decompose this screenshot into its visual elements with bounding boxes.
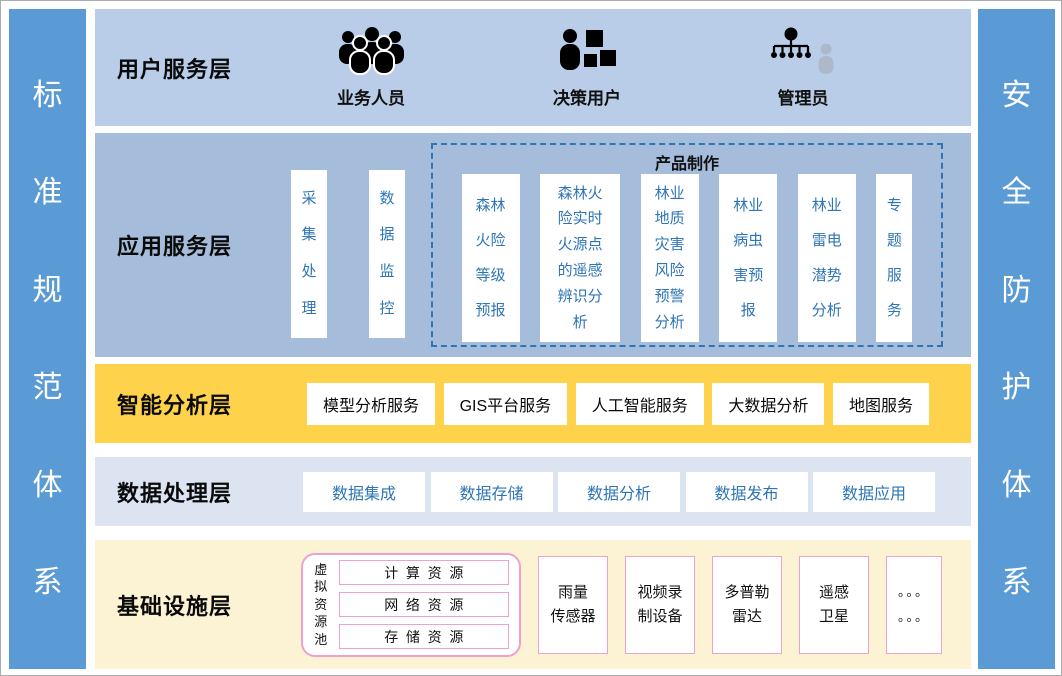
device-box-ellipsis: 。。。 。。。 xyxy=(886,555,942,654)
user-service-layer: 用户服务层 xyxy=(95,9,971,126)
analysis-box-ai-service: 人工智能服务 xyxy=(575,382,704,425)
product-box-forest-fire-level-forecast: 森林火险等级预报 xyxy=(461,174,520,342)
analysis-layer-title: 智能分析层 xyxy=(117,392,233,418)
infra-layer-row: 虚拟资源池 计算资源 网络资源 存储资源 雨量 传感器 视频录 制设备 多普勒 … xyxy=(263,552,971,657)
analysis-box-gis-platform: GIS平台服务 xyxy=(443,382,568,425)
virtual-pool-items: 计算资源 网络资源 存储资源 xyxy=(338,560,509,649)
application-service-layer: 应用服务层 采集处理 数据监控 产品制作 森林火险等级预报 森林火险实时火源 xyxy=(95,133,971,357)
data-box-integration: 数据集成 xyxy=(303,471,425,512)
data-box-publishing: 数据发布 xyxy=(685,471,808,512)
device-box-doppler-radar: 多普勒 雷达 xyxy=(712,555,782,654)
left-pillar-label: 标准规范体系 xyxy=(32,78,63,600)
data-layer-row: 数据集成 数据存储 数据分析 数据发布 数据应用 xyxy=(263,471,971,512)
role-label: 决策用户 xyxy=(553,89,621,108)
service-box-data-monitoring: 数据监控 xyxy=(369,170,405,338)
analysis-box-model-service: 模型分析服务 xyxy=(307,382,436,425)
role-business-staff: 业务人员 xyxy=(306,26,436,109)
data-processing-layer: 数据处理层 数据集成 数据存储 数据分析 数据发布 数据应用 xyxy=(95,457,971,526)
user-roles: 业务人员 决策用户 xyxy=(263,26,971,109)
data-box-analysis: 数据分析 xyxy=(558,471,680,512)
layer-stack: 用户服务层 xyxy=(95,9,971,669)
analysis-box-map-service: 地图服务 xyxy=(832,382,929,425)
left-pillar-standards: 标准规范体系 xyxy=(9,9,86,669)
product-box-lightning-potential: 林业雷电潜势分析 xyxy=(797,174,856,342)
product-box-geological-disaster-warning: 林业地质灾害风险预警分析 xyxy=(640,174,699,342)
product-group-title: 产品制作 xyxy=(654,156,719,173)
infrastructure-layer: 基础设施层 虚拟资源池 计算资源 网络资源 存储资源 雨量 传感器 视频录 制设… xyxy=(95,540,971,669)
service-box-collection-processing: 采集处理 xyxy=(291,170,327,338)
data-box-application: 数据应用 xyxy=(813,471,935,512)
product-box-fire-source-remote-sensing: 森林火险实时火源点的遥感辨识分析 xyxy=(540,174,621,342)
analysis-box-big-data: 大数据分析 xyxy=(712,382,825,425)
analysis-layer-row: 模型分析服务 GIS平台服务 人工智能服务 大数据分析 地图服务 xyxy=(263,382,971,425)
role-label: 业务人员 xyxy=(337,89,405,108)
virtual-pool-label: 虚拟资源池 xyxy=(314,561,328,647)
device-box-video-recorder: 视频录 制设备 xyxy=(625,555,695,654)
product-box-pest-forecast: 林业病虫害预报 xyxy=(719,174,778,342)
device-box-rain-sensor: 雨量 传感器 xyxy=(538,555,608,654)
role-label: 管理员 xyxy=(777,89,829,108)
app-layer-title: 应用服务层 xyxy=(117,234,233,259)
product-box-thematic-service: 专题服务 xyxy=(876,174,913,342)
virtual-resource-pool: 虚拟资源池 计算资源 网络资源 存储资源 xyxy=(301,552,521,657)
role-decision-user: 决策用户 xyxy=(522,26,652,109)
user-layer-title: 用户服务层 xyxy=(117,56,233,82)
device-box-remote-sensing-satellite: 遥感 卫星 xyxy=(799,555,869,654)
infra-layer-title: 基础设施层 xyxy=(117,593,233,619)
product-group-row: 森林火险等级预报 森林火险实时火源点的遥感辨识分析 林业地质灾害风险预警分析 林… xyxy=(441,174,933,342)
right-pillar-label: 安全防护体系 xyxy=(1001,78,1032,600)
business-staff-group-icon xyxy=(333,26,409,81)
resource-box-network: 网络资源 xyxy=(338,592,509,617)
data-box-storage: 数据存储 xyxy=(430,471,553,512)
right-pillar-security: 安全防护体系 xyxy=(978,9,1055,669)
resource-box-computing: 计算资源 xyxy=(338,560,509,585)
resource-box-storage: 存储资源 xyxy=(338,624,509,649)
data-layer-title: 数据处理层 xyxy=(117,480,233,506)
decision-user-icon xyxy=(555,26,619,81)
app-layer-body: 采集处理 数据监控 产品制作 森林火险等级预报 森林火险实时火源点的遥感辨识分析 xyxy=(263,133,971,357)
role-administrator: 管理员 xyxy=(738,26,868,109)
admin-org-chart-icon xyxy=(768,26,838,81)
product-making-group: 产品制作 森林火险等级预报 森林火险实时火源点的遥感辨识分析 林业地质灾害风险预… xyxy=(431,143,943,347)
intelligent-analysis-layer: 智能分析层 模型分析服务 GIS平台服务 人工智能服务 大数据分析 地图服务 xyxy=(95,364,971,443)
